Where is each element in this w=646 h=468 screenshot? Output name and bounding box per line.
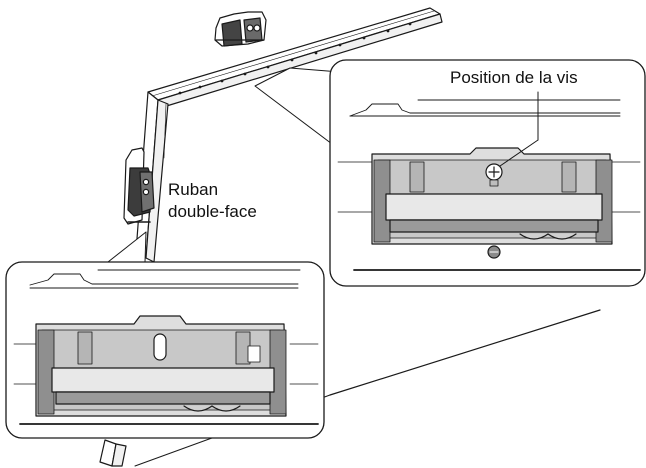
- lower-frame-rail: [99, 439, 127, 467]
- double-sided-tape-label-line1: Ruban: [168, 180, 219, 199]
- inset-bottom-left: [5, 261, 325, 439]
- mounted-clip: [123, 147, 155, 225]
- callout-leader-bottom: [107, 231, 147, 263]
- double-sided-tape-label-line2: double-face: [168, 202, 257, 221]
- inset-top-right: [329, 59, 646, 287]
- floating-clip: [214, 11, 267, 47]
- screw-position-label: Position de la vis: [450, 68, 578, 87]
- top-frame-rail: [147, 7, 443, 109]
- callout-leader-top: [254, 67, 341, 151]
